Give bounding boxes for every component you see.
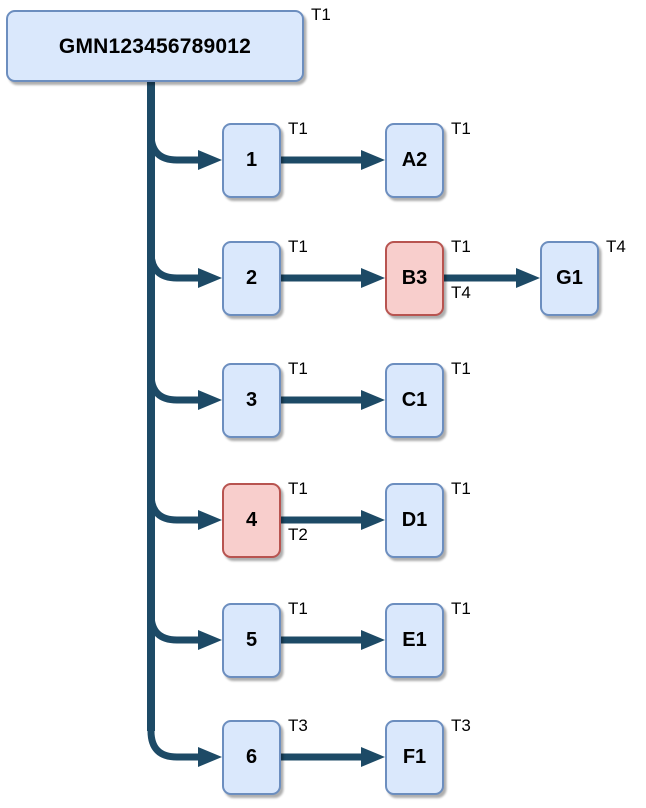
edge-tag: T1 <box>451 236 471 256</box>
arrowhead-icon <box>361 390 385 410</box>
branch-line <box>147 373 202 404</box>
branch-line <box>147 493 202 524</box>
arrowhead-icon <box>361 268 385 288</box>
node-label: 5 <box>245 629 258 651</box>
node-gmn123456789012: GMN123456789012 <box>6 10 304 82</box>
edge-tag: T1 <box>451 358 471 378</box>
node-label: 4 <box>245 509 258 531</box>
node-a2: A2 <box>385 122 444 198</box>
node-c1: C1 <box>385 362 444 438</box>
edge-tag: T3 <box>451 715 471 735</box>
edge-tag: T2 <box>288 525 308 544</box>
node-label: D1 <box>401 509 428 531</box>
node-label: A2 <box>401 149 428 171</box>
node-label: 6 <box>245 746 258 768</box>
node-4: 4 <box>222 482 281 558</box>
branch-line <box>147 133 202 164</box>
arrowhead-icon <box>198 390 222 410</box>
node-label: 3 <box>245 389 258 411</box>
node-label: G1 <box>556 267 583 289</box>
node-d1: D1 <box>385 482 444 558</box>
branch-line <box>147 251 202 282</box>
node-label: F1 <box>402 746 427 768</box>
node-label: C1 <box>401 389 428 411</box>
arrowhead-icon <box>361 150 385 170</box>
edge-tag: T1 <box>288 236 308 256</box>
node-label: B3 <box>401 267 428 289</box>
node-g1: G1 <box>540 240 599 316</box>
arrowhead-icon <box>198 150 222 170</box>
node-e1: E1 <box>385 602 444 678</box>
node-2: 2 <box>222 240 281 316</box>
edge-tag: T4 <box>606 236 626 256</box>
arrowhead-icon <box>361 510 385 530</box>
edge-tag: T3 <box>288 715 308 735</box>
node-label: GMN123456789012 <box>58 34 252 58</box>
node-label: 2 <box>245 267 258 289</box>
edge-tag: T1 <box>451 478 471 498</box>
arrowhead-icon <box>198 747 222 767</box>
node-label: 1 <box>245 149 258 171</box>
arrowhead-icon <box>361 630 385 650</box>
arrowhead-icon <box>198 510 222 530</box>
node-3: 3 <box>222 362 281 438</box>
node-b3: B3 <box>385 240 444 316</box>
edge-tag: T1 <box>451 598 471 618</box>
node-5: 5 <box>222 602 281 678</box>
edge-tag: T1 <box>288 358 308 378</box>
edge-tag: T1 <box>288 478 308 498</box>
arrowhead-icon <box>198 630 222 650</box>
arrowhead-icon <box>361 747 385 767</box>
root-tag: T1 <box>311 5 331 24</box>
node-label: E1 <box>402 629 427 651</box>
node-1: 1 <box>222 122 281 198</box>
edge-tag: T1 <box>451 118 471 138</box>
edge-tag: T1 <box>288 118 308 138</box>
node-6: 6 <box>222 719 281 795</box>
arrowhead-icon <box>516 268 540 288</box>
branch-line <box>147 730 202 761</box>
node-f1: F1 <box>385 719 444 795</box>
branch-line <box>147 613 202 644</box>
edge-tag: T4 <box>451 283 471 302</box>
edge-tag: T1 <box>288 598 308 618</box>
arrowhead-icon <box>198 268 222 288</box>
